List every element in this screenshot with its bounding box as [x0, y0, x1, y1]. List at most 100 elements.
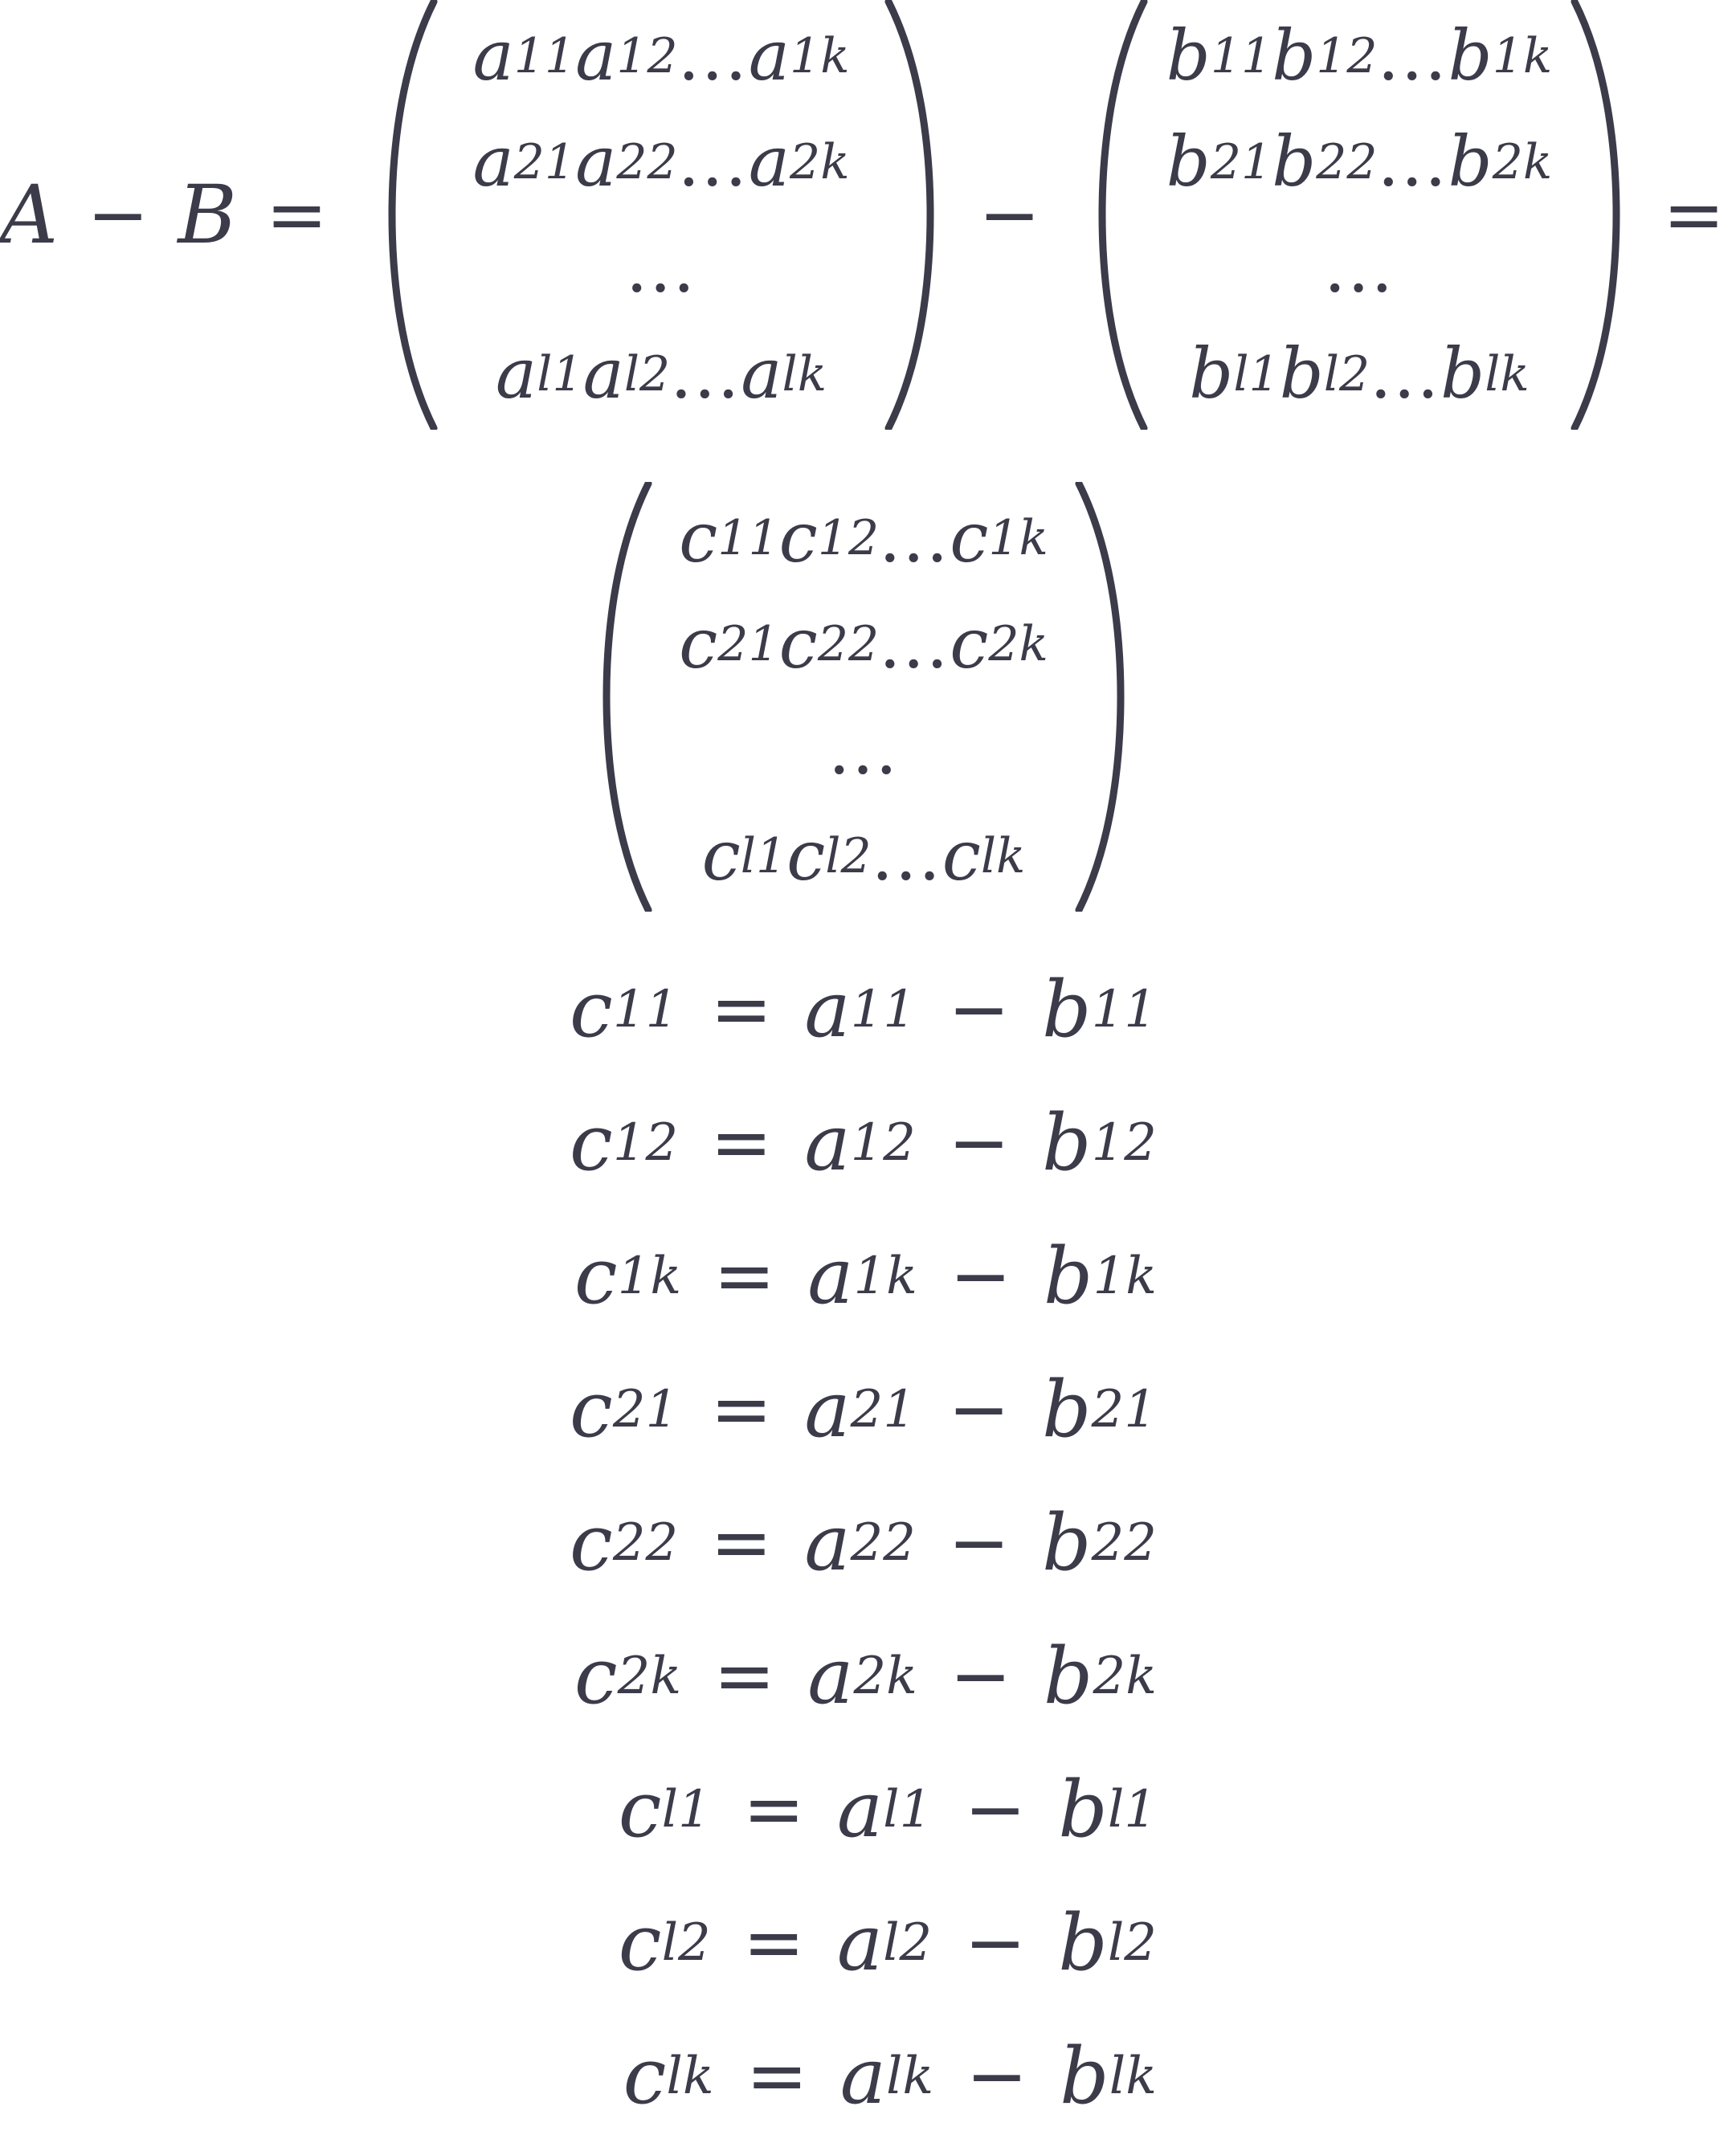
right-paren-icon [882, 0, 938, 430]
equals-operator: = [710, 1366, 773, 1452]
ellipsis: ... [1377, 122, 1448, 202]
result-symbol: c [623, 2031, 667, 2121]
ellipsis: ... [1377, 16, 1448, 96]
minus-operator: − [87, 172, 149, 258]
ellipsis: ... [677, 16, 749, 96]
operand-b-symbol: b [1058, 1765, 1108, 1855]
minus-operator: − [948, 1100, 1011, 1186]
equals-operator-2: = [1663, 172, 1726, 258]
operand-b-symbol: b [1042, 1098, 1092, 1188]
minus-operator: − [949, 1633, 1012, 1719]
operand-b-symbol: b [1042, 1498, 1092, 1588]
operand-a-symbol: a [836, 1898, 884, 1988]
matrix-entry-symbol: a [748, 122, 790, 202]
matrix-entry-symbol: a [741, 334, 782, 414]
matrix-entry-symbol: a [748, 16, 790, 96]
lhs-expression: A − B = [0, 167, 328, 263]
matrix-b-symbol: B [178, 168, 237, 262]
operand-b-symbol: b [1058, 1898, 1108, 1988]
equals-operator: = [742, 1766, 805, 1852]
matrix-entry-symbol: a [575, 16, 617, 96]
operand-a-symbol: a [804, 1365, 851, 1455]
matrix-entry-symbol: b [1448, 16, 1493, 96]
matrix-entry-symbol: b [1166, 122, 1211, 202]
operand-b-symbol: b [1044, 1231, 1093, 1321]
equals-operator: = [745, 2033, 808, 2119]
matrix-entry-symbol: c [778, 604, 818, 684]
equals-operator: = [742, 1900, 805, 1986]
matrix-entry-symbol: b [1189, 334, 1234, 414]
equals-operator: = [710, 1500, 773, 1586]
matrix-entry-symbol: b [1279, 334, 1324, 414]
result-symbol: c [574, 1631, 618, 1721]
ellipsis: ... [1370, 334, 1441, 414]
minus-operator: − [948, 1500, 1011, 1586]
matrix-entry-symbol: a [575, 122, 617, 202]
result-symbol: c [618, 1765, 662, 1855]
ellipsis: ... [625, 228, 696, 308]
equals-operator: = [713, 1633, 776, 1719]
matrix-entry-symbol: b [1440, 334, 1485, 414]
matrix-entry-symbol: a [472, 122, 514, 202]
matrix-entry-symbol: c [950, 604, 989, 684]
matrix-a-symbol: A [0, 168, 59, 262]
matrix-entry-symbol: c [942, 816, 981, 896]
operand-b-symbol: b [1060, 2031, 1109, 2121]
matrix-entry-symbol: c [950, 498, 989, 578]
operand-a-symbol: a [807, 1631, 854, 1721]
left-paren-icon [598, 482, 655, 912]
operand-a-symbol: a [839, 2031, 886, 2121]
equals-operator: = [710, 966, 773, 1052]
equals-operator: = [710, 1100, 773, 1186]
result-symbol: c [570, 1498, 613, 1588]
left-paren-icon [384, 0, 440, 430]
matrix-entry-symbol: c [786, 816, 826, 896]
matrix-entry-symbol: c [679, 604, 718, 684]
matrix-entry-symbol: b [1272, 16, 1317, 96]
operand-a-symbol: a [804, 965, 851, 1055]
operand-b-symbol: b [1042, 1365, 1092, 1455]
matrix-ellipsis-row: ... [626, 215, 696, 321]
matrix-entry-symbol: c [778, 498, 818, 578]
equals-operator: = [713, 1233, 776, 1319]
result-symbol: c [570, 1365, 613, 1455]
right-paren-icon [1568, 0, 1624, 430]
result-symbol: c [618, 1898, 662, 1988]
minus-operator: − [949, 1233, 1012, 1319]
minus-operator: − [966, 2033, 1028, 2119]
matrix-entry-symbol: a [495, 334, 537, 414]
middle-minus: − [978, 167, 1040, 263]
left-paren-icon [1094, 0, 1150, 430]
minus-operator: − [964, 1900, 1027, 1986]
operand-a-symbol: a [836, 1765, 884, 1855]
equals-operator: = [265, 172, 328, 258]
ellipsis: ... [879, 604, 950, 684]
result-symbol: c [574, 1231, 618, 1321]
minus-operator-2: − [978, 172, 1041, 258]
operand-b-symbol: b [1044, 1631, 1093, 1721]
matrix-entry-symbol: b [1166, 16, 1211, 96]
operand-a-symbol: a [804, 1498, 851, 1588]
